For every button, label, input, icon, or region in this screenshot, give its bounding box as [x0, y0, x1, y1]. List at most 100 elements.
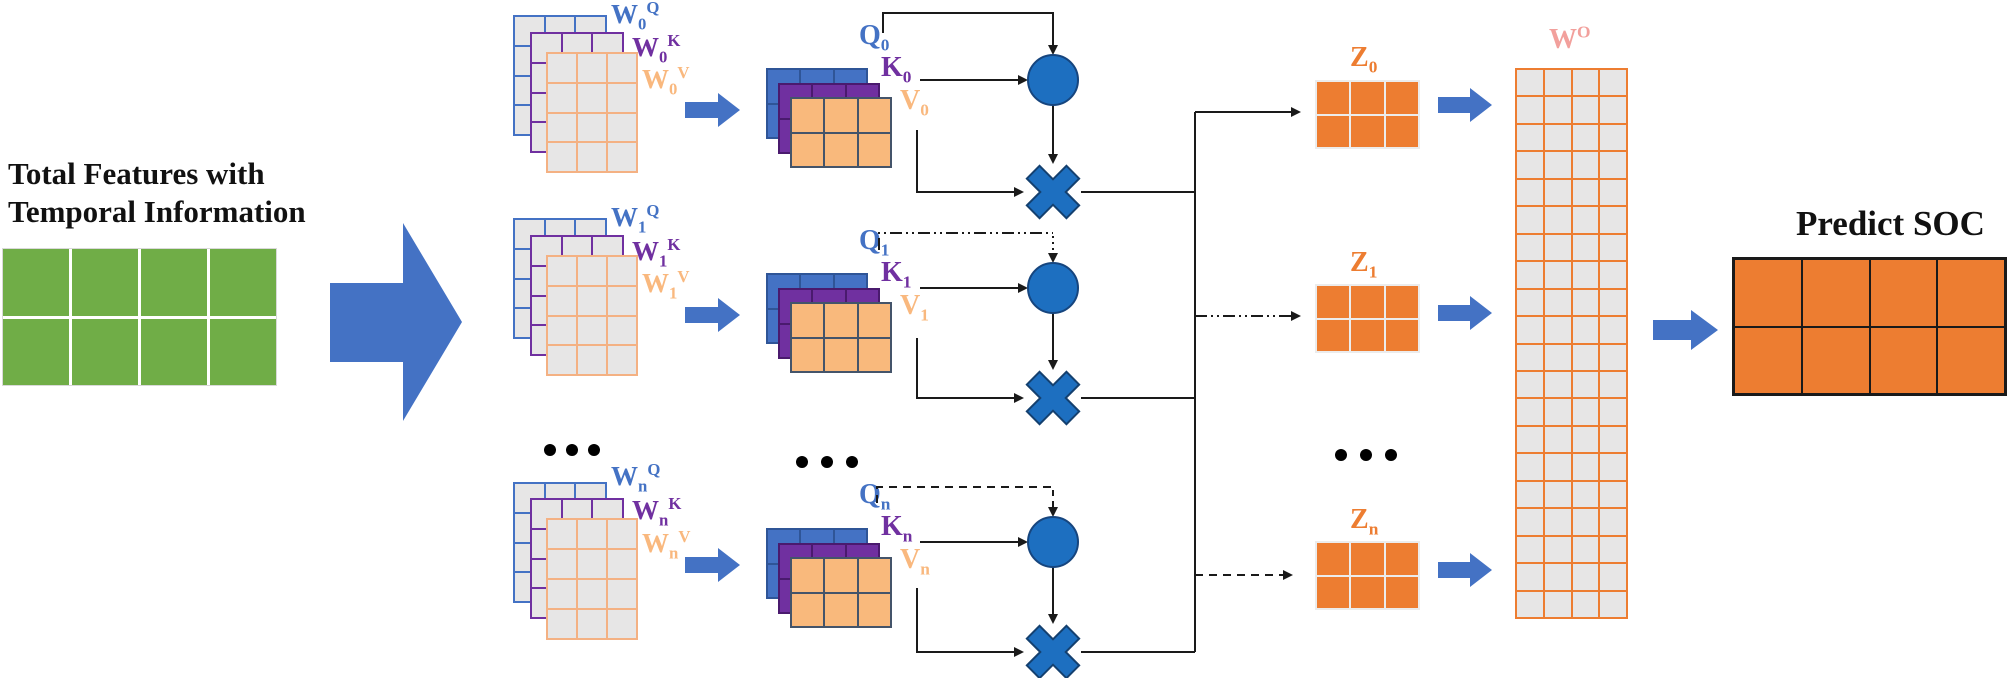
matrix-cell [1317, 286, 1350, 318]
matrix-cell [608, 580, 636, 608]
matrix-cell [858, 304, 890, 337]
matrix-cell [578, 316, 606, 345]
head0-bypass-arrowhead-icon [1048, 45, 1058, 55]
multiply-operators [1025, 164, 1081, 678]
head0-x-arrowhead-icon [1048, 154, 1058, 164]
matrix-cell [1385, 286, 1418, 318]
headn-attention-circle-icon [1027, 516, 1079, 568]
z1-branch-arrowhead-icon [1291, 311, 1301, 321]
wn-v-label: WnV [642, 527, 691, 563]
matrix-cell [578, 580, 606, 608]
matrix-cell [1517, 97, 1543, 123]
vn-matrix [790, 557, 892, 628]
predict-soc-title: Predict SOC [1796, 204, 1985, 243]
matrix-cell [1544, 454, 1571, 480]
matrix-cell [1735, 260, 1801, 326]
matrix-cell [1600, 564, 1626, 590]
head1-v-line [916, 338, 1014, 399]
matrix-cell [141, 318, 207, 385]
matrix-cell [608, 316, 636, 345]
matrix-cell [1600, 399, 1626, 425]
z1-matrix [1315, 284, 1420, 353]
head0-multiply-icon [1025, 164, 1081, 220]
matrix-cell [1517, 70, 1543, 96]
matrix-cell [1572, 262, 1599, 288]
w1-k-label: W1K [632, 235, 681, 271]
matrix-cell [1317, 319, 1350, 351]
matrix-cell [608, 257, 636, 285]
head1-bypass-arrowhead-icon [1048, 253, 1058, 263]
matrix-cell [548, 580, 576, 608]
matrix-cell [578, 83, 606, 112]
matrix-cell [1735, 327, 1801, 393]
matrix-cell [1600, 97, 1626, 123]
matrix-cell [1572, 564, 1599, 590]
headn-bypass-arrowhead-icon [1048, 507, 1058, 517]
matrix-cell [1572, 289, 1599, 316]
matrix-cell [1544, 179, 1571, 206]
input-title-line1: Total Features with [8, 156, 265, 191]
matrix-cell [792, 133, 824, 166]
matrix-cell [825, 99, 857, 132]
matrix-cell [1544, 509, 1571, 535]
matrix-cell [3, 249, 69, 316]
matrix-cell [825, 593, 857, 626]
matrix-cell [1517, 399, 1543, 425]
matrix-cell [1572, 124, 1599, 151]
matrix-cell [825, 133, 857, 166]
matrix-cell [825, 338, 857, 371]
matrix-cell [1572, 371, 1599, 398]
z0-label: Z0 [1350, 42, 1378, 77]
matrix-cell [1600, 70, 1626, 96]
matrix-cell [1544, 262, 1571, 288]
matrix-cell [548, 54, 576, 82]
matrix-cell [1517, 152, 1543, 178]
matrix-cell [548, 316, 576, 345]
z0-projection-arrow-icon [1438, 88, 1492, 122]
w1-v-matrix [546, 255, 638, 376]
matrix-cell [1600, 317, 1626, 343]
matrix-cell [548, 257, 576, 285]
z0-matrix [1315, 80, 1420, 149]
head0-attention-circle-icon [1027, 54, 1079, 106]
matrix-cell [1351, 115, 1384, 147]
z1-projection-arrow-icon [1438, 296, 1492, 330]
matrix-cell [792, 559, 824, 592]
matrix-cell [1938, 260, 2004, 326]
matrix-cell [548, 520, 576, 548]
wn-q-label: WnQ [611, 460, 661, 496]
matrix-cell [1572, 317, 1599, 343]
matrix-cell [1572, 536, 1599, 563]
matrix-cell [1517, 234, 1543, 261]
head1-attention-circle-icon [1027, 262, 1079, 314]
matrix-cell [1600, 454, 1626, 480]
matrix-cell [1385, 82, 1418, 114]
matrix-cell [1572, 207, 1599, 233]
zn-branch-arrowhead-icon [1283, 570, 1293, 580]
q0-label: Q0 [859, 20, 890, 55]
matrix-cell [578, 143, 606, 171]
matrix-cell [608, 83, 636, 112]
w0-k-label: W0K [632, 31, 681, 67]
matrix-cell [608, 113, 636, 142]
matrix-cell [1572, 509, 1599, 535]
matrix-cell [858, 133, 890, 166]
matrix-cell [1600, 536, 1626, 563]
qkv-ellipsis-icon [796, 456, 858, 468]
z1-label: Z1 [1350, 247, 1378, 282]
matrix-cell [548, 550, 576, 578]
input-feature-matrix [2, 248, 277, 386]
q1-label: Q1 [859, 225, 890, 260]
k1-label: K1 [881, 257, 912, 292]
kn-label: Kn [881, 511, 913, 546]
wn-v-matrix [546, 518, 638, 640]
matrix-cell [1517, 536, 1543, 563]
matrix-cell [1544, 371, 1571, 398]
v0-matrix [790, 97, 892, 168]
matrix-cell [578, 286, 606, 315]
matrix-cell [1517, 591, 1543, 617]
matrix-cell [1600, 591, 1626, 617]
matrix-cell [3, 318, 69, 385]
